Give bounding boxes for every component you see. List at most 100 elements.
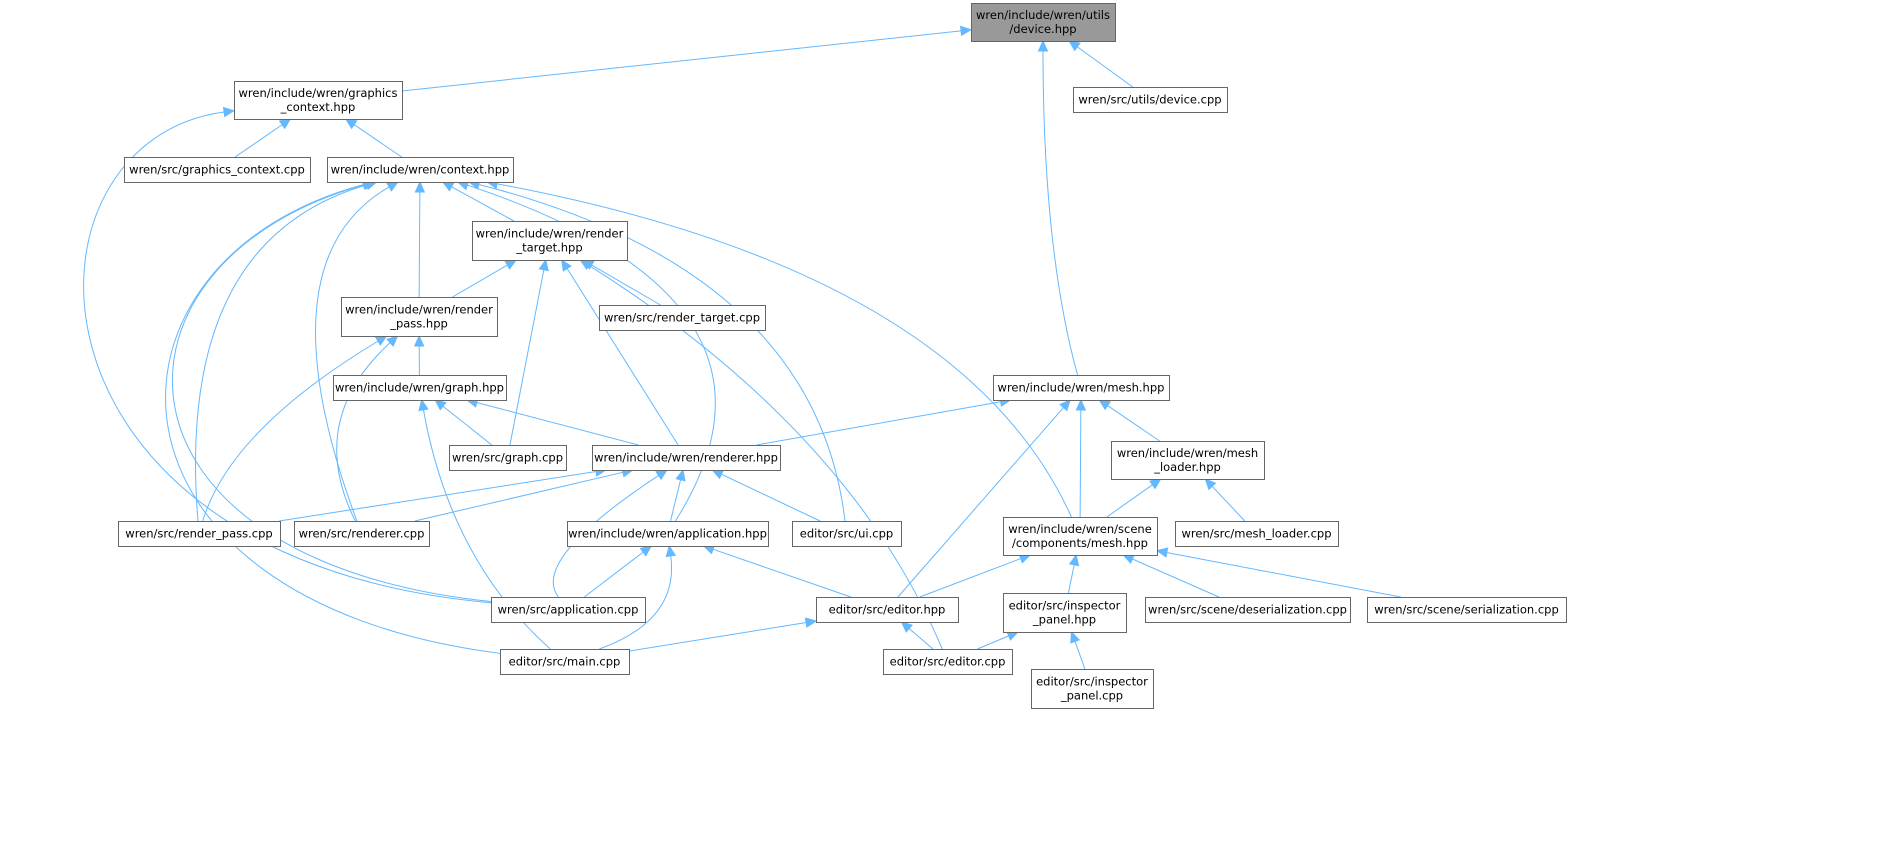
edge-wren-src-application-cpp-to-wren-include-wren-graphics-context-hpp — [83, 111, 492, 604]
node-label: wren/src/scene/serialization.cpp — [1374, 603, 1559, 617]
edge-wren-include-wren-graphics-context-hpp-to-wren-include-wren-utils-device-hpp — [401, 30, 963, 92]
node-label: wren/src/application.cpp — [498, 603, 639, 617]
node-label: wren/include/wren/graph.hpp — [335, 381, 504, 395]
edge-editor-src-main-cpp-to-editor-src-editor-hpp — [628, 621, 808, 652]
arrowhead-icon — [675, 468, 686, 482]
arrowhead-icon — [1059, 399, 1071, 412]
node-box — [567, 521, 769, 547]
node-label: wren/src/render_target.cpp — [604, 311, 760, 325]
node-box — [1003, 517, 1158, 556]
arrowhead-icon — [1204, 478, 1217, 491]
node-box — [883, 649, 1013, 675]
edge-editor-src-main-cpp-to-wren-include-wren-context-hpp — [165, 183, 501, 654]
node-box — [971, 3, 1116, 42]
arrowhead-icon — [655, 469, 668, 481]
edge-wren-src-graph-cpp-to-wren-include-wren-render-target-hpp — [509, 268, 545, 446]
edge-wren-src-graph-cpp-to-wren-include-wren-graph-hpp — [441, 405, 493, 446]
node-box — [1111, 441, 1265, 480]
edge-editor-src-inspector-panel-hpp-to-wren-include-wren-scene-components-mesh-hpp — [1067, 563, 1075, 594]
node-wren-include-wren-mesh-loader-hpp[interactable]: wren/include/wren/mesh_loader.hpp — [1111, 441, 1265, 480]
edge-wren-include-wren-application-hpp-to-wren-include-wren-renderer-hpp — [670, 478, 682, 522]
node-wren-src-graphics-context-cpp[interactable]: wren/src/graphics_context.cpp — [124, 157, 311, 183]
node-editor-src-main-cpp[interactable]: editor/src/main.cpp — [500, 649, 630, 675]
edge-editor-src-editor-cpp-to-editor-src-inspector-panel-hpp — [977, 635, 1010, 650]
node-wren-src-render-target-cpp[interactable]: wren/src/render_target.cpp — [599, 305, 766, 331]
nodes-layer: wren/include/wren/utils/device.hpp wren/i… — [118, 3, 1567, 709]
edge-wren-include-wren-scene-components-mesh-hpp-to-wren-include-wren-context-hpp — [495, 183, 1072, 518]
node-box — [341, 297, 498, 337]
node-wren-src-application-cpp[interactable]: wren/src/application.cpp — [491, 597, 646, 623]
node-label: editor/src/main.cpp — [509, 655, 621, 669]
edge-editor-src-editor-hpp-to-wren-include-wren-scene-components-mesh-hpp — [919, 557, 1022, 598]
edge-wren-include-wren-render-pass-hpp-to-wren-include-wren-context-hpp — [418, 190, 421, 298]
node-label: wren/include/wren/render — [476, 227, 624, 241]
node-box — [234, 81, 403, 120]
node-wren-src-renderer-cpp[interactable]: wren/src/renderer.cpp — [294, 521, 430, 547]
node-wren-include-wren-scene-components-mesh-hpp[interactable]: wren/include/wren/scene/components/mesh.… — [1003, 517, 1158, 556]
edge-editor-src-main-cpp-to-wren-include-wren-graph-hpp — [422, 408, 551, 650]
node-label: _target.hpp — [515, 241, 582, 255]
node-label: wren/include/wren/render — [345, 303, 493, 317]
node-wren-include-wren-context-hpp[interactable]: wren/include/wren/context.hpp — [327, 157, 514, 183]
node-wren-src-graph-cpp[interactable]: wren/src/graph.cpp — [449, 445, 567, 471]
node-editor-src-inspector-panel-hpp[interactable]: editor/src/inspector_panel.hpp — [1003, 593, 1127, 633]
node-wren-include-wren-application-hpp[interactable]: wren/include/wren/application.hpp — [567, 521, 769, 547]
arrowhead-icon — [639, 545, 653, 557]
node-wren-include-wren-renderer-hpp[interactable]: wren/include/wren/renderer.hpp — [592, 445, 781, 471]
node-wren-include-wren-graph-hpp[interactable]: wren/include/wren/graph.hpp — [333, 375, 507, 401]
node-wren-src-mesh-loader-cpp[interactable]: wren/src/mesh_loader.cpp — [1175, 521, 1339, 547]
node-box — [327, 157, 514, 183]
edge-wren-include-wren-renderer-hpp-to-wren-include-wren-graph-hpp — [475, 401, 639, 446]
arrowhead-icon — [959, 25, 973, 37]
arrowhead-icon — [1149, 478, 1162, 490]
node-editor-src-ui-cpp[interactable]: editor/src/ui.cpp — [792, 521, 902, 547]
arrowhead-icon — [1075, 398, 1087, 411]
node-label: wren/include/wren/graphics — [239, 86, 398, 100]
node-wren-include-wren-utils-device-hpp[interactable]: wren/include/wren/utils/device.hpp — [971, 3, 1116, 42]
arrowhead-icon — [278, 118, 292, 130]
node-label: _loader.hpp — [1153, 460, 1221, 474]
node-box — [472, 221, 628, 261]
arrowhead-icon — [1068, 40, 1081, 52]
edge-wren-src-graphics-context-cpp-to-wren-include-wren-graphics-context-hpp — [234, 123, 284, 158]
node-wren-src-utils-device-cpp[interactable]: wren/src/utils/device.cpp — [1073, 87, 1228, 113]
edge-wren-include-wren-scene-components-mesh-hpp-to-wren-include-wren-mesh-hpp — [1079, 408, 1082, 518]
arrowhead-icon — [1068, 553, 1080, 567]
edge-wren-src-render-pass-cpp-to-wren-include-wren-context-hpp — [195, 184, 369, 522]
node-label: wren/include/wren/mesh — [1117, 446, 1258, 460]
node-box — [124, 157, 311, 183]
node-editor-src-editor-hpp[interactable]: editor/src/editor.hpp — [816, 597, 959, 623]
node-label: editor/src/editor.hpp — [829, 603, 946, 617]
node-box — [1031, 669, 1154, 709]
node-label: wren/include/wren/context.hpp — [331, 163, 510, 177]
node-wren-include-wren-render-pass-hpp[interactable]: wren/include/wren/render_pass.hpp — [341, 297, 498, 337]
arrowhead-icon — [386, 181, 399, 192]
node-wren-src-render-pass-cpp[interactable]: wren/src/render_pass.cpp — [118, 521, 281, 547]
node-label: wren/include/wren/renderer.hpp — [594, 451, 778, 465]
edge-wren-src-utils-device-cpp-to-wren-include-wren-utils-device-hpp — [1076, 45, 1134, 88]
node-wren-src-scene-deserialization-cpp[interactable]: wren/src/scene/deserialization.cpp — [1145, 597, 1351, 623]
edge-wren-src-render-pass-cpp-to-wren-include-wren-render-pass-hpp — [202, 340, 380, 522]
node-wren-include-wren-graphics-context-hpp[interactable]: wren/include/wren/graphics_context.hpp — [234, 81, 403, 120]
edges-layer — [83, 25, 1401, 670]
node-editor-src-inspector-panel-cpp[interactable]: editor/src/inspector_panel.cpp — [1031, 669, 1154, 709]
node-box — [1073, 87, 1228, 113]
node-label: editor/src/inspector — [1009, 599, 1121, 613]
node-label: editor/src/inspector — [1036, 675, 1148, 689]
node-box — [1145, 597, 1351, 623]
node-label: /device.hpp — [1009, 22, 1076, 36]
arrowhead-icon — [804, 617, 818, 628]
edge-wren-src-mesh-loader-cpp-to-wren-include-wren-mesh-loader-hpp — [1211, 485, 1246, 522]
node-wren-include-wren-render-target-hpp[interactable]: wren/include/wren/render_target.hpp — [472, 221, 628, 261]
node-box — [1003, 593, 1127, 633]
edge-editor-src-main-cpp-to-wren-include-wren-application-hpp — [599, 554, 673, 650]
edge-wren-src-application-cpp-to-wren-include-wren-application-hpp — [584, 551, 645, 598]
node-wren-include-wren-mesh-hpp[interactable]: wren/include/wren/mesh.hpp — [993, 375, 1170, 401]
node-editor-src-editor-cpp[interactable]: editor/src/editor.cpp — [883, 649, 1013, 675]
node-wren-src-scene-serialization-cpp[interactable]: wren/src/scene/serialization.cpp — [1367, 597, 1567, 623]
edge-wren-src-renderer-cpp-to-wren-include-wren-render-pass-hpp — [336, 341, 392, 522]
node-box — [118, 521, 281, 547]
node-label: /components/mesh.hpp — [1012, 536, 1148, 550]
edge-wren-src-renderer-cpp-to-wren-include-wren-renderer-hpp — [414, 471, 624, 522]
